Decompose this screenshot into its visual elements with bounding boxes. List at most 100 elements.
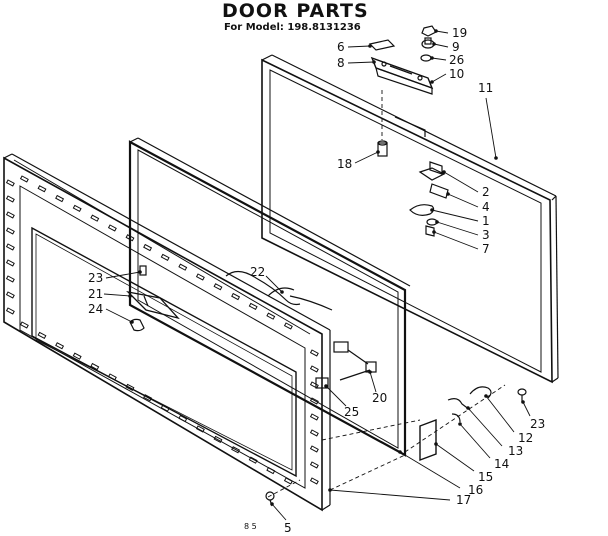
callout-leader-9	[433, 43, 449, 48]
perforation-slot	[195, 273, 205, 281]
callout-leader-10	[431, 73, 447, 83]
callout-pointer-17	[328, 488, 332, 492]
callout-label-24: 24	[88, 302, 103, 316]
callout-pointer-23a	[138, 270, 142, 274]
callout-pointer-23b	[521, 400, 525, 404]
perforation-slot	[160, 253, 170, 262]
perforation-slot	[309, 349, 319, 357]
callout-leader-23b	[522, 401, 531, 417]
latch-part-4	[429, 183, 449, 199]
callout-leader-17	[329, 489, 451, 501]
callout-leader-23a	[105, 271, 141, 279]
perforation-slot	[55, 342, 65, 350]
perforation-slot	[309, 445, 319, 453]
callout-leader-1	[431, 209, 479, 222]
bracket-21	[126, 290, 180, 320]
spacer-18	[377, 140, 388, 157]
callout-pointer-16	[398, 450, 402, 454]
callout-pointer-12	[484, 394, 488, 398]
callout-leader-14	[459, 423, 491, 459]
perforation-slot	[72, 204, 82, 213]
callout-leader-24	[105, 308, 133, 323]
callout-leader-19	[435, 30, 449, 34]
callout-leader-3	[436, 221, 479, 236]
perforation-slot	[283, 322, 293, 330]
inner-door-panel	[3, 153, 331, 512]
perforation-slot	[248, 302, 258, 311]
hinge-bracket-8	[370, 56, 434, 95]
callout-label-18: 18	[337, 157, 352, 171]
perforation-slot	[178, 263, 188, 271]
perforation-slot	[5, 227, 15, 235]
callout-label-2: 2	[482, 185, 490, 199]
perforation-slot	[5, 195, 15, 203]
door-perforations	[5, 175, 319, 485]
perforation-slot	[107, 224, 117, 232]
switch-20	[333, 341, 377, 381]
perforation-slot	[231, 292, 241, 301]
perforation-slot	[248, 456, 258, 464]
callout-label-25: 25	[344, 405, 359, 419]
callout-pointer-2	[442, 170, 446, 174]
callout-leader-5	[271, 503, 287, 521]
page-title: DOOR PARTS	[222, 0, 369, 22]
callout-label-26: 26	[449, 53, 464, 67]
callout-pointer-6	[368, 44, 372, 48]
callout-label-16: 16	[468, 483, 483, 497]
callout-pointer-11	[494, 156, 498, 160]
screw-7	[425, 225, 435, 237]
callout-label-3: 3	[482, 228, 490, 242]
knob-24	[129, 318, 145, 332]
callout-label-22: 22	[250, 265, 265, 279]
callout-label-11: 11	[478, 81, 493, 95]
model-subtitle: For Model: 198.8131236	[224, 22, 361, 33]
assembly-guide-lines	[267, 90, 506, 498]
callout-pointer-26	[430, 56, 434, 60]
wire-harness-22	[225, 270, 333, 311]
screw-19	[421, 25, 437, 37]
perforation-slot	[309, 461, 319, 469]
perforation-slot	[309, 429, 319, 437]
nut-26	[420, 54, 432, 62]
perforation-slot	[37, 185, 47, 193]
callout-pointer-8	[372, 60, 376, 64]
callout-pointer-13	[466, 406, 470, 410]
callout-pointer-18	[376, 150, 380, 154]
spring-12	[469, 386, 492, 399]
perforation-slot	[90, 214, 100, 222]
perforation-slot	[5, 259, 15, 267]
perforation-slot	[125, 234, 135, 242]
perforation-slot	[195, 425, 205, 433]
outer-door-panel	[261, 54, 559, 384]
callout-leader-15	[435, 443, 475, 472]
callout-label-23b: 23	[530, 417, 545, 431]
callout-pointer-25	[324, 384, 328, 388]
perforation-slot	[37, 331, 47, 340]
callout-label-20: 20	[372, 391, 387, 405]
connector-25	[315, 377, 329, 389]
perforation-slot	[143, 394, 153, 402]
callout-leader-25	[325, 385, 347, 407]
callout-label-13: 13	[508, 444, 523, 458]
perforation-slot	[309, 397, 319, 405]
callout-leader-20	[369, 371, 377, 393]
callout-label-14: 14	[494, 457, 509, 471]
callout-pointer-22	[280, 290, 284, 294]
callout-label-8: 8	[337, 56, 345, 70]
perforation-slot	[107, 373, 117, 381]
callout-label-5: 5	[284, 521, 292, 535]
callout-pointer-3	[435, 220, 439, 224]
callout-label-21: 21	[88, 287, 103, 301]
perforation-slot	[266, 312, 276, 320]
callout-pointer-24	[130, 320, 134, 324]
callout-leader-11	[485, 97, 497, 159]
callout-pointer-19	[434, 29, 438, 33]
callout-label-10: 10	[449, 67, 464, 81]
perforation-slot	[19, 321, 29, 329]
callout-leader-2	[443, 171, 479, 193]
callout-label-4: 4	[482, 200, 490, 214]
perforation-slot	[178, 414, 188, 423]
